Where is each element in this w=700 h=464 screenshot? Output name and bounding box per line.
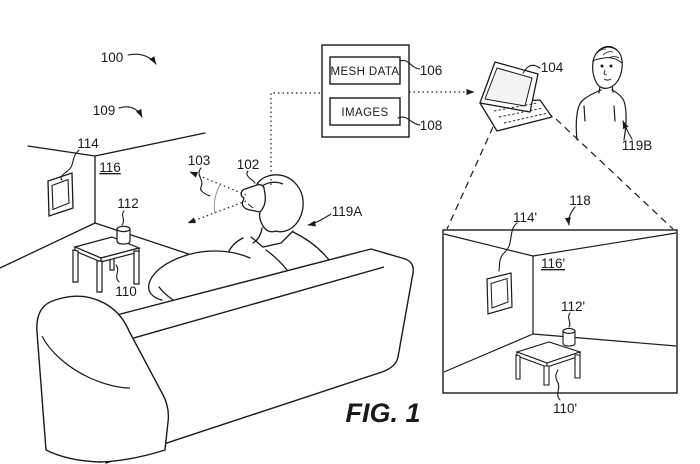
ref-label-119A: 119A [332, 204, 363, 219]
figure-caption: FIG. 1 [345, 398, 420, 428]
ref-label-116: 116 [99, 160, 121, 175]
ref-label-108: 108 [420, 118, 443, 133]
leader-lines [60, 53, 633, 401]
ref-label-110p: 110' [553, 401, 577, 416]
neck-line [252, 227, 263, 244]
leader-106 [399, 59, 421, 70]
jaw-line [258, 211, 277, 233]
ref-label-104: 104 [541, 60, 564, 75]
standing-hair [592, 46, 623, 65]
ceiling-edge-right [94, 132, 206, 157]
leader-114 [60, 149, 80, 181]
ref-label-119B: 119B [622, 138, 653, 153]
leader-114p [498, 222, 518, 272]
hmd-to-box-dotted-line [270, 92, 321, 185]
leader-112p [568, 312, 571, 328]
projection-lines [446, 118, 674, 230]
collar-line [250, 230, 294, 248]
standing-torso-right [611, 89, 627, 141]
recon-floor-right [532, 333, 677, 347]
couch-back-band-line [122, 266, 385, 342]
images-label: IMAGES [341, 107, 388, 119]
leader-110 [115, 264, 120, 283]
table-front-leg [96, 260, 103, 293]
images-box [329, 97, 401, 126]
laptop-screen [484, 67, 533, 107]
laptop-drawing [479, 61, 553, 132]
ceiling-edge-left [27, 145, 96, 157]
projection-line-right [555, 118, 674, 230]
hmd-goggles [240, 183, 266, 213]
leader-119A-arrow [307, 213, 332, 227]
server-data-box [321, 44, 410, 138]
hmd-nose-notch [247, 203, 254, 209]
recon-ceiling-left [443, 233, 534, 257]
couch-armrest [36, 295, 170, 463]
ref-label-106: 106 [420, 63, 443, 78]
fov-arc [213, 182, 222, 214]
standing-user [575, 45, 627, 141]
fov-ray-upper [189, 171, 247, 196]
leader-103 [198, 167, 211, 197]
knee-line [147, 250, 251, 301]
ref-label-112: 112 [117, 196, 139, 211]
ref-label-112p: 112' [561, 299, 585, 314]
leader-119B-arrow [622, 120, 633, 140]
table-right-leg [133, 250, 140, 285]
data-flow-lines [270, 89, 475, 185]
recon-side-table [515, 341, 582, 386]
standing-torso-fill [576, 90, 627, 140]
recon-room-border [442, 229, 678, 394]
hmd-strap [261, 181, 284, 187]
table-left-leg [72, 249, 79, 283]
ref-label-114p: 114' [513, 210, 537, 225]
laptop-keyboard [493, 102, 549, 124]
ref-label-103: 103 [188, 153, 211, 168]
standing-arm-marks [583, 105, 616, 122]
reconstructed-room [442, 229, 678, 394]
mesh-data-label: MESH DATA [331, 66, 400, 78]
fov-ray-lower [187, 200, 247, 224]
recon-table-front-leg [543, 365, 550, 386]
leader-108 [397, 116, 421, 126]
recon-table-right-leg [574, 354, 581, 379]
leader-102 [246, 170, 256, 184]
recon-table-left-leg [515, 354, 521, 380]
standing-face [600, 64, 613, 81]
coffee-cup [116, 225, 131, 245]
standing-torso-left [575, 89, 602, 141]
leader-118-arrow [564, 206, 576, 226]
fov-rays [187, 171, 247, 224]
projection-line-left [446, 126, 494, 230]
armrest-crease [41, 335, 131, 389]
recon-picture-frame [486, 272, 513, 315]
picture-frame [47, 172, 74, 217]
head-outline [256, 174, 304, 233]
mesh-data-box [329, 56, 401, 85]
ref-label-116p: 116' [541, 256, 565, 271]
hmd-headset [240, 181, 284, 213]
ref-label-100: 100 [101, 50, 124, 65]
recon-floor-left [443, 333, 534, 373]
ref-label-118: 118 [569, 193, 591, 208]
ref-label-102: 102 [237, 157, 260, 172]
leader-109-arrow [118, 106, 143, 118]
leader-100-arrow [127, 53, 157, 65]
ref-label-110: 110 [115, 284, 137, 299]
couch [36, 248, 414, 464]
recon-ceiling-right [532, 232, 677, 257]
ref-label-114: 114 [77, 136, 99, 151]
leader-112 [121, 210, 125, 226]
recon-coffee-cup [562, 328, 576, 347]
couch-back-panel [105, 248, 414, 464]
floor-edge-left [0, 222, 96, 269]
side-table [72, 236, 141, 293]
leader-110p [555, 369, 561, 401]
ref-label-109: 109 [93, 103, 116, 118]
leader-104 [522, 64, 541, 74]
